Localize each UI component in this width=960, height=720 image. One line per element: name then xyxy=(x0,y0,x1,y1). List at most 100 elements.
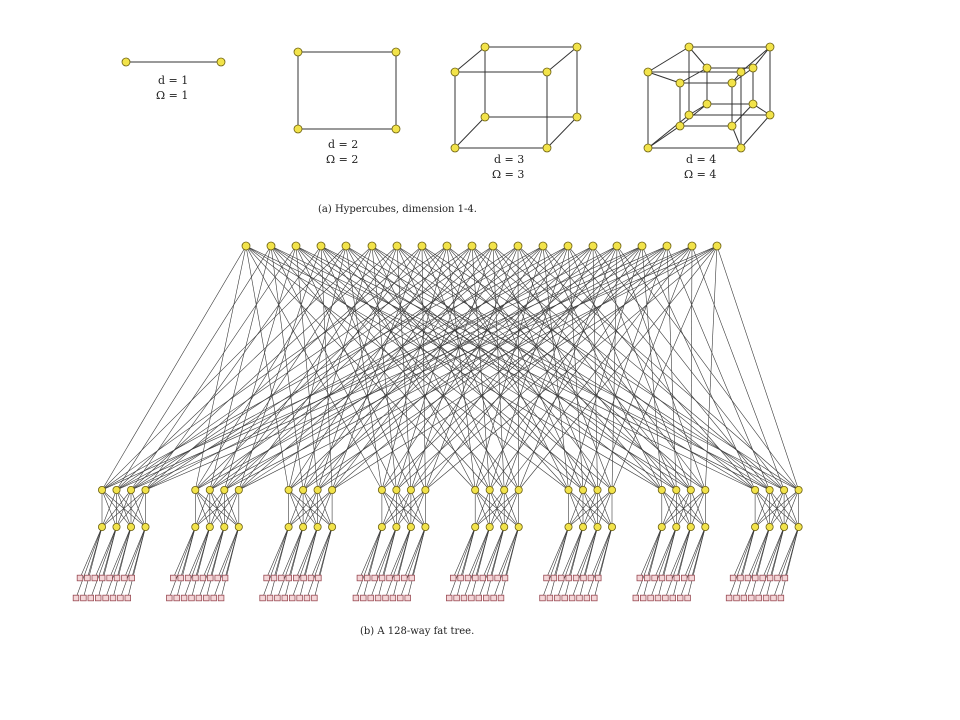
fat-tree-edge xyxy=(295,245,691,491)
fat-tree-leaf-node xyxy=(468,594,475,602)
fat-tree-leaf-node xyxy=(651,574,658,582)
fat-tree-upper-switch xyxy=(765,485,774,494)
fat-tree-edge xyxy=(224,245,693,491)
hypercube-edge xyxy=(647,125,681,149)
fat-tree-leaf-node xyxy=(203,594,210,602)
fat-tree-edge xyxy=(446,245,756,491)
hypercube-node xyxy=(480,42,490,52)
fat-tree-edge xyxy=(410,489,426,528)
fat-tree-leaf-node xyxy=(482,594,490,602)
fat-tree-edge xyxy=(331,245,718,491)
fat-tree-edge xyxy=(421,245,706,491)
fat-tree-edge xyxy=(475,489,519,528)
fat-tree-lower-switch xyxy=(377,523,386,532)
fat-tree-edge xyxy=(306,526,333,599)
fat-tree-leaf-node xyxy=(99,574,106,582)
fat-tree-edge xyxy=(657,526,677,599)
hypercube-d3: d = 3 Ω = 3 xyxy=(450,42,582,181)
fat-tree-edge xyxy=(672,526,692,599)
fat-tree-edge xyxy=(754,489,785,528)
fat-tree-leaf-node xyxy=(389,594,397,602)
fat-tree-leaf-node xyxy=(640,594,647,602)
hypercube-node xyxy=(727,78,737,88)
fat-tree-edge xyxy=(83,526,103,599)
fat-tree-leaf-node xyxy=(475,594,482,602)
fat-tree-edge xyxy=(517,245,706,491)
fat-tree-root-switch xyxy=(442,241,452,251)
fat-tree-edge xyxy=(262,526,289,599)
fat-tree-edge xyxy=(758,526,785,599)
fat-tree-leaf-node xyxy=(457,574,464,582)
fat-tree-edge xyxy=(679,526,706,599)
fat-tree-edge xyxy=(690,489,706,528)
fat-tree-edge xyxy=(105,526,132,599)
fat-tree-leaf-node xyxy=(109,594,117,602)
fat-tree-lower-switch xyxy=(328,523,337,532)
hypercube-edge xyxy=(688,46,708,69)
fat-tree-edge xyxy=(404,526,426,579)
fat-tree-edge xyxy=(101,245,448,491)
fat-tree-edge xyxy=(120,526,146,599)
omega-label: Ω = 4 xyxy=(684,168,716,181)
fat-tree-edge xyxy=(579,526,598,599)
fat-tree-edge xyxy=(396,489,426,528)
fat-tree-edge xyxy=(101,489,117,528)
omega-label: Ω = 2 xyxy=(326,153,358,166)
fat-tree-edge xyxy=(127,526,146,599)
fat-tree-leaf-node xyxy=(748,594,755,602)
fat-tree-leaf-node xyxy=(490,594,497,602)
fat-tree-upper-switch xyxy=(794,485,803,494)
fat-tree-edge xyxy=(425,245,519,491)
fat-tree-upper-switch xyxy=(284,485,293,494)
hypercube-node xyxy=(293,47,303,57)
fat-tree-leaf-node xyxy=(292,574,300,582)
fat-tree-edge xyxy=(754,489,770,528)
fat-tree-leaf-node xyxy=(572,574,580,582)
fat-tree-edge xyxy=(94,526,117,579)
fat-tree-edge xyxy=(320,245,426,491)
fat-tree-edge xyxy=(410,245,494,491)
fat-tree-edge xyxy=(661,489,692,528)
fat-tree-leaf-node xyxy=(404,594,411,602)
fat-tree-edge xyxy=(284,526,304,599)
fat-tree-leaf-node xyxy=(263,574,270,582)
fat-tree-edge xyxy=(503,245,693,491)
fat-tree-edge xyxy=(665,526,692,599)
hypercube-edge xyxy=(647,71,681,84)
fat-tree-leaf-node xyxy=(669,594,676,602)
fat-tree-leaf-node xyxy=(497,594,505,602)
fat-tree-lower-switch xyxy=(701,523,710,532)
fat-tree-upper-switch xyxy=(191,485,200,494)
hypercube-d4-nodes xyxy=(643,42,775,153)
fat-tree-leaf-node xyxy=(121,574,128,582)
fat-tree-edge xyxy=(169,526,196,599)
fat-tree-leaf-node xyxy=(315,574,322,582)
fat-tree-edge xyxy=(635,526,663,599)
fat-tree-leaf-node xyxy=(494,574,501,582)
fat-tree-edge xyxy=(518,245,718,491)
hypercube-edge xyxy=(454,116,486,149)
fat-tree-upper-switch xyxy=(514,485,523,494)
fat-tree-upper-switch xyxy=(564,485,573,494)
fat-tree-lower-switch xyxy=(608,523,617,532)
fat-tree-upper-switch xyxy=(377,485,386,494)
hypercube-node xyxy=(391,124,401,134)
fat-tree-edge xyxy=(661,489,677,528)
fat-tree-edge xyxy=(224,489,240,528)
fat-tree-leaf-node xyxy=(561,594,568,602)
fat-tree-root-switch xyxy=(341,241,351,251)
fat-tree-leaf-node xyxy=(774,574,781,582)
fat-tree-edge xyxy=(295,245,318,491)
fat-tree-leaf-node xyxy=(460,594,468,602)
fat-tree-edge xyxy=(101,245,347,491)
fat-tree-leaf-node xyxy=(300,574,307,582)
fat-tree-edge xyxy=(345,245,756,491)
d-label: d = 4 xyxy=(686,153,716,166)
fat-tree-leaf-node xyxy=(397,594,404,602)
fat-tree-lower-switch xyxy=(392,523,401,532)
hypercube-node xyxy=(121,57,131,67)
fat-tree-edge xyxy=(320,245,519,491)
hypercube-node xyxy=(450,67,460,77)
fat-tree-leaf-node xyxy=(777,594,785,602)
fat-tree-leaf-node xyxy=(762,594,770,602)
